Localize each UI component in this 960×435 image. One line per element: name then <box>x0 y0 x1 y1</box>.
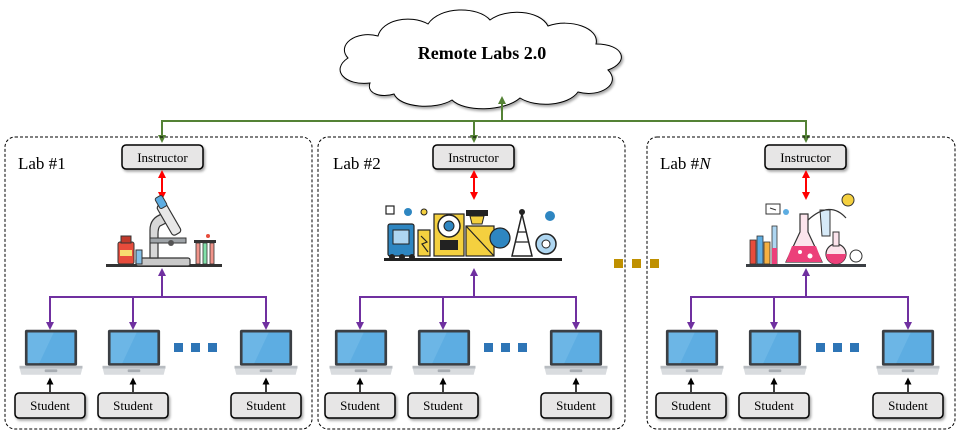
student-box: Student <box>738 392 810 419</box>
instructor-box: Instructor <box>764 144 847 170</box>
student-label: Student <box>113 398 153 413</box>
instructor-label: Instructor <box>448 150 499 165</box>
instructor-label: Instructor <box>137 150 188 165</box>
student-label: Student <box>340 398 380 413</box>
laptop-icon <box>19 329 83 375</box>
laptop-icon <box>412 329 476 375</box>
physics-lab-icon <box>384 205 562 261</box>
student-links <box>687 268 912 330</box>
lab-panel-border <box>646 136 956 430</box>
instructor-box: Instructor <box>121 144 204 170</box>
student-links <box>46 268 270 330</box>
student-links <box>356 268 580 330</box>
student-box: Student <box>655 392 727 419</box>
laptop-icon <box>544 329 608 375</box>
student-label: Student <box>423 398 463 413</box>
laptop-icon <box>329 329 393 375</box>
student-label: Student <box>30 398 70 413</box>
student-box: Student <box>540 392 612 419</box>
student-box: Student <box>324 392 396 419</box>
laptop-icon <box>660 329 724 375</box>
microscope-lab-icon <box>106 195 222 267</box>
lab-panel-border <box>317 136 626 430</box>
student-label: Student <box>754 398 794 413</box>
lab-title: Lab #1 <box>18 154 66 173</box>
lab-panel-n: Lab #N Instructor <box>646 136 956 430</box>
laptop-icon <box>743 329 807 375</box>
student-box: Student <box>230 392 302 419</box>
laptop-ellipsis <box>816 343 859 352</box>
lab-title: Lab #2 <box>333 154 381 173</box>
lab-panel-1: Lab #1 Instructor <box>4 136 313 430</box>
student-box: Student <box>97 392 169 419</box>
student-label: Student <box>246 398 286 413</box>
laptop-ellipsis <box>174 343 217 352</box>
lab-panel-2: Lab #2 Instructor <box>317 136 626 430</box>
student-arrows <box>46 377 270 392</box>
cloud-links <box>158 96 810 143</box>
student-arrows <box>687 377 912 392</box>
laptop-icon <box>102 329 166 375</box>
laptop-icon <box>234 329 298 375</box>
student-label: Student <box>556 398 596 413</box>
laptop-ellipsis <box>484 343 527 352</box>
student-label: Student <box>671 398 711 413</box>
cloud-title: Remote Labs 2.0 <box>418 43 547 63</box>
student-label: Student <box>888 398 928 413</box>
student-box: Student <box>872 392 944 419</box>
student-box: Student <box>407 392 479 419</box>
student-arrows <box>356 377 580 392</box>
laptop-icon <box>876 329 940 375</box>
instructor-label: Instructor <box>780 150 831 165</box>
cloud <box>339 9 622 110</box>
instructor-box: Instructor <box>432 144 515 170</box>
chemistry-lab-icon <box>746 193 866 267</box>
lab-title: Lab #N <box>660 154 712 173</box>
labs-ellipsis <box>614 259 659 268</box>
student-box: Student <box>14 392 86 419</box>
